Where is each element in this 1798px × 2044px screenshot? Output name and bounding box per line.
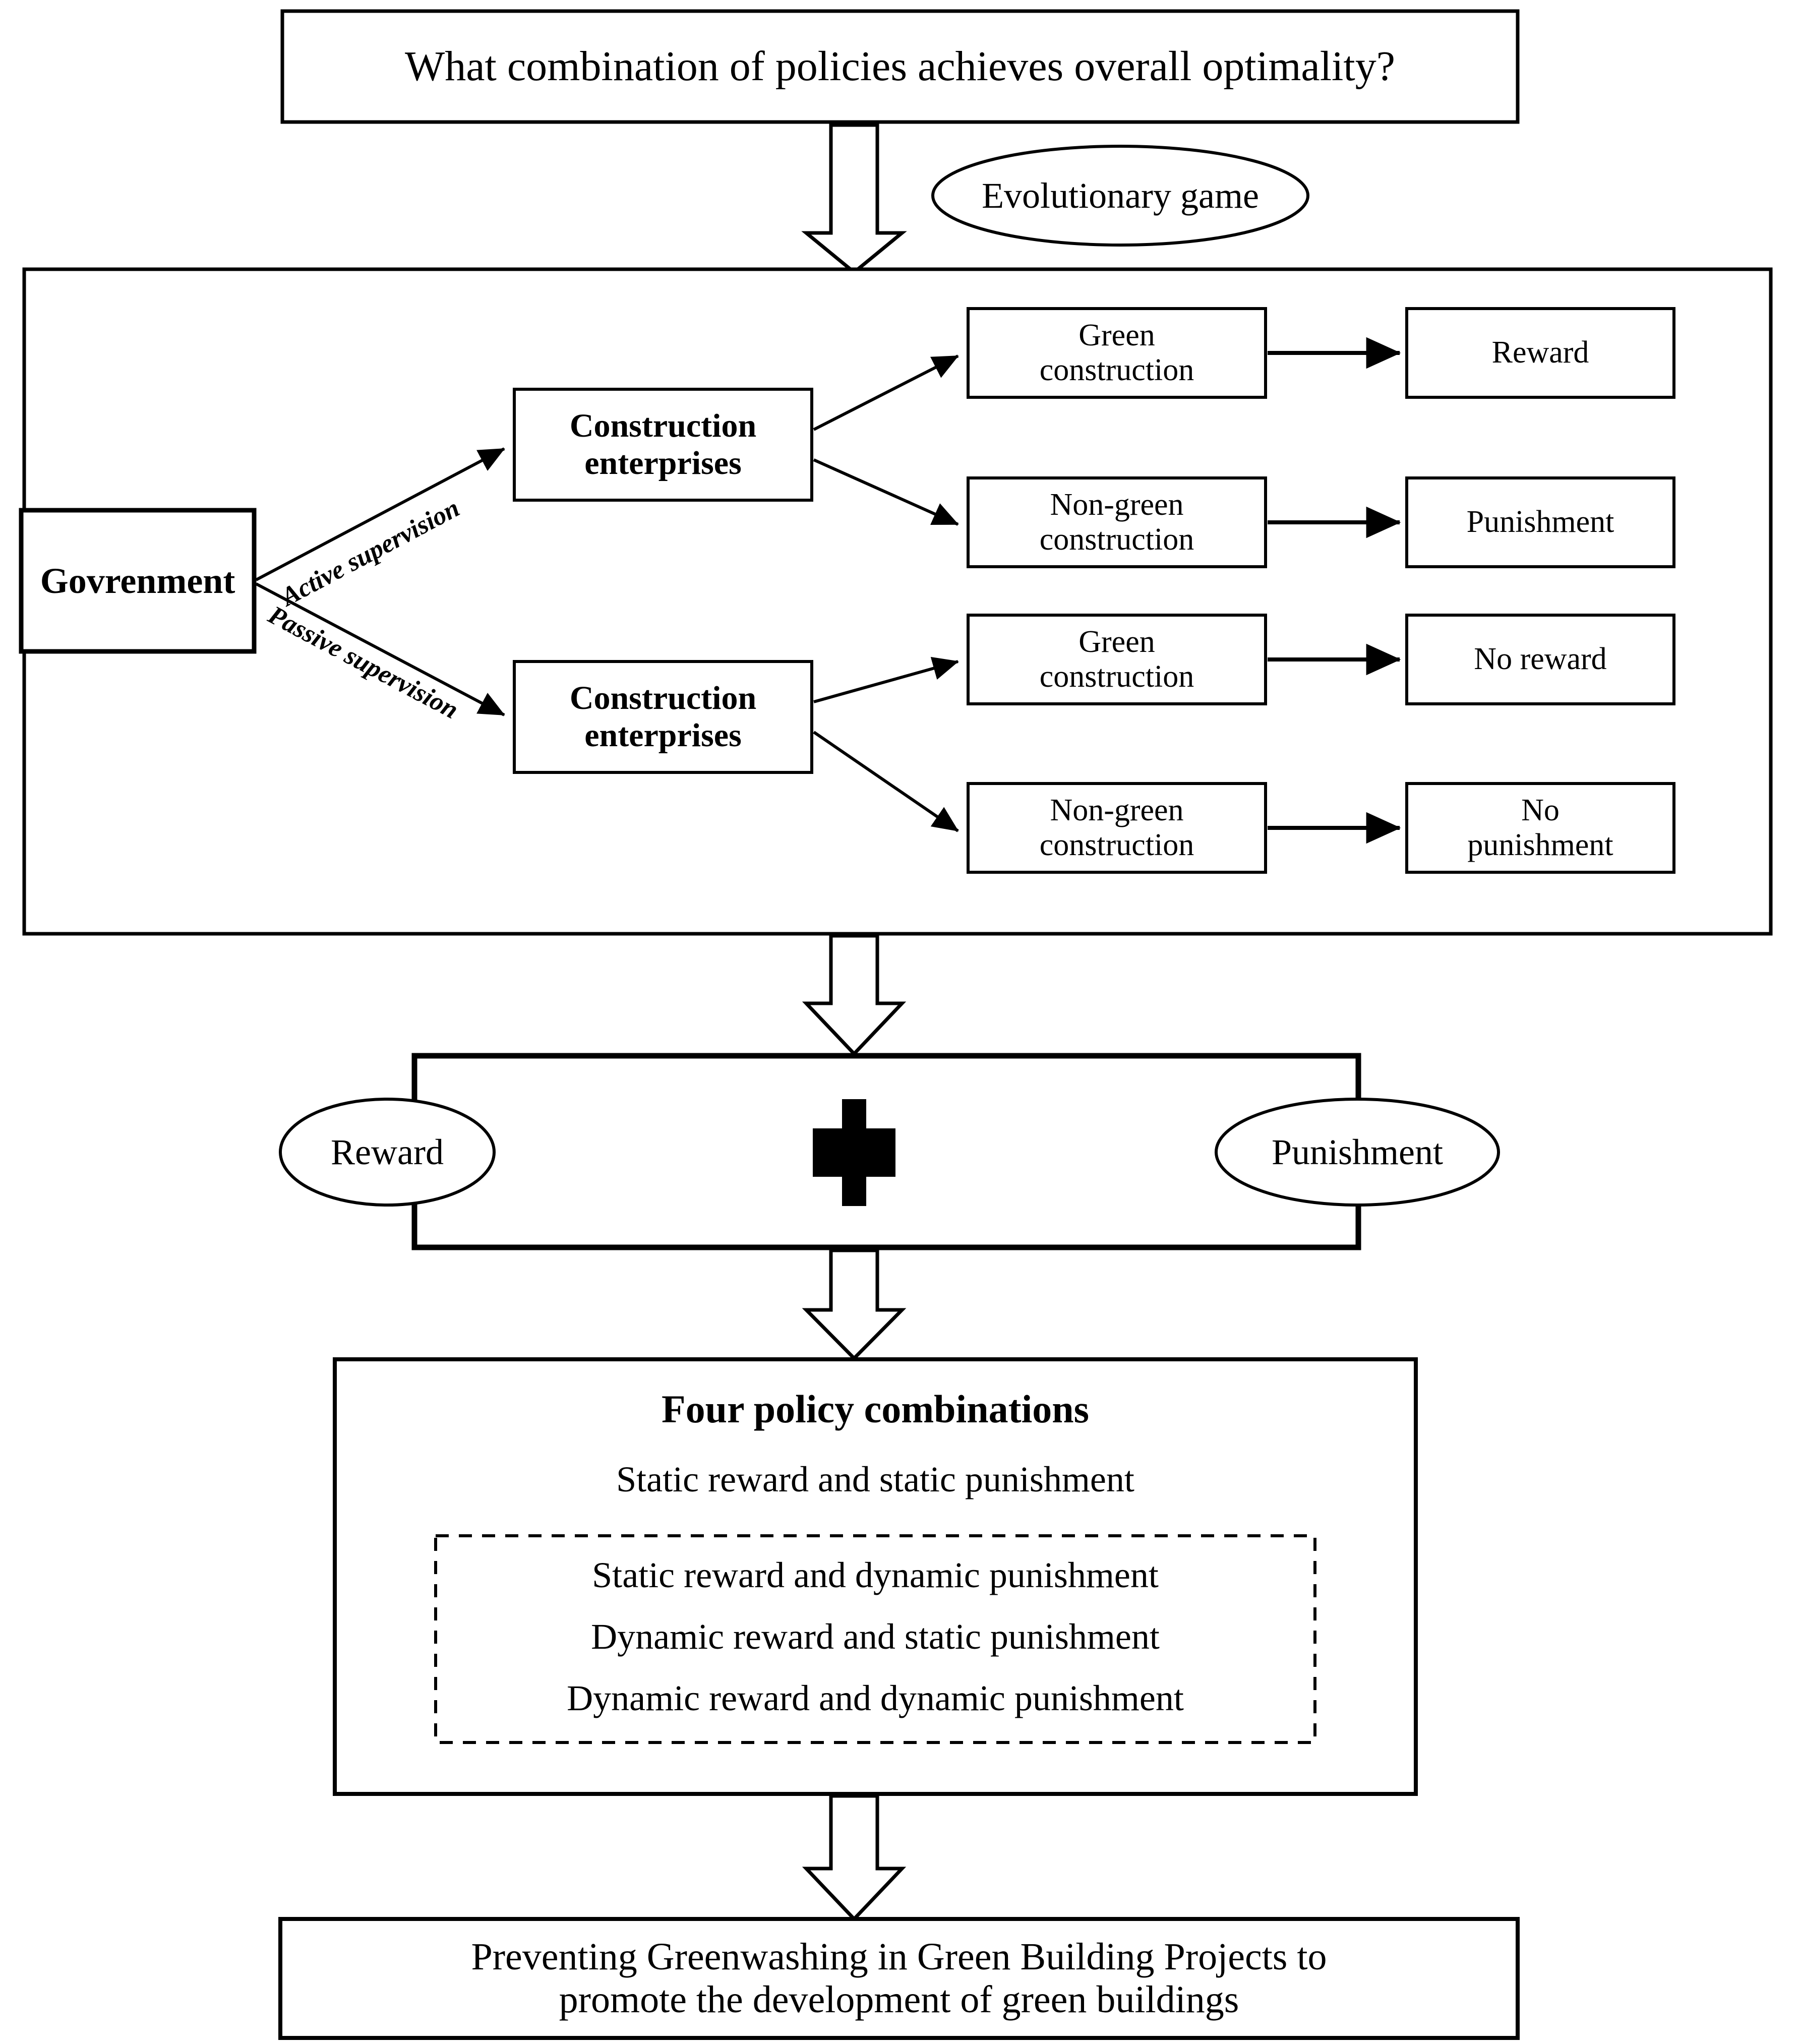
policy-heading: Four policy combinations	[662, 1387, 1089, 1431]
outcome-box-no-reward	[1405, 614, 1675, 705]
outcome-box-reward	[1405, 307, 1675, 399]
outcome-label-reward: Reward	[1491, 335, 1589, 370]
hollow-arrow-policy-to-conclusion	[802, 1794, 907, 1922]
outcome-label-no-punishment: No punishment	[1467, 793, 1613, 862]
arrow-passive-supervision	[255, 582, 505, 716]
reward-ellipse-label: Reward	[331, 1131, 444, 1172]
strategy-label-green-upper: Green construction	[1039, 318, 1194, 387]
policy-item-static-static: Static reward and static punishment	[616, 1459, 1134, 1499]
question-text: What combination of policies achieves ov…	[404, 42, 1396, 90]
reward-ellipse	[279, 1098, 496, 1207]
policy-item-dynamic-dynamic: Dynamic reward and dynamic punishment	[567, 1677, 1184, 1718]
strategy-box-green-upper	[967, 307, 1267, 399]
hollow-arrow-combination-to-policy	[802, 1248, 907, 1361]
hollow-arrow-question-to-game	[801, 123, 907, 275]
strategy-box-nongreen-lower	[967, 782, 1267, 874]
punishment-ellipse-label: Punishment	[1271, 1131, 1444, 1172]
arrow-active-supervision	[255, 447, 505, 581]
arrow-upper-to-green	[813, 354, 959, 431]
outcome-box-no-punishment	[1405, 782, 1675, 874]
evolutionary-game-label: Evolutionary game	[982, 175, 1259, 216]
construction-enterprises-lower-box	[513, 660, 813, 774]
construction-enterprises-lower-label: Construction enterprises	[569, 680, 757, 754]
strategy-box-nongreen-upper	[967, 476, 1267, 568]
construction-enterprises-upper-label: Construction enterprises	[569, 407, 757, 482]
outcome-box-punishment	[1405, 476, 1675, 568]
strategy-box-green-lower	[967, 614, 1267, 705]
policy-dashed-box	[434, 1534, 1316, 1744]
government-box	[19, 508, 257, 654]
strategy-label-nongreen-upper: Non-green construction	[1039, 487, 1194, 557]
policy-item-dynamic-static: Dynamic reward and static punishment	[591, 1616, 1160, 1657]
policy-item-static-dynamic: Static reward and dynamic punishment	[592, 1554, 1159, 1595]
evolutionary-game-ellipse	[931, 145, 1309, 247]
construction-enterprises-upper-box	[513, 388, 813, 502]
conclusion-text: Preventing Greenwashing in Green Buildin…	[471, 1935, 1327, 2021]
arrow-upper-to-nongreen	[813, 458, 959, 526]
arrow-lower-to-nongreen	[813, 731, 959, 832]
plus-horizontal-bar	[813, 1128, 895, 1177]
outcome-label-no-reward: No reward	[1474, 642, 1607, 677]
outcome-label-punishment: Punishment	[1466, 505, 1614, 539]
conclusion-box	[278, 1917, 1520, 2040]
strategy-label-green-lower: Green construction	[1039, 624, 1194, 694]
government-label: Govrenment	[40, 560, 235, 601]
hollow-arrow-game-to-combination	[802, 934, 907, 1057]
question-box	[280, 9, 1520, 124]
punishment-ellipse	[1215, 1098, 1500, 1207]
arrow-lower-to-green	[813, 656, 959, 703]
strategy-label-nongreen-lower: Non-green construction	[1039, 793, 1194, 862]
